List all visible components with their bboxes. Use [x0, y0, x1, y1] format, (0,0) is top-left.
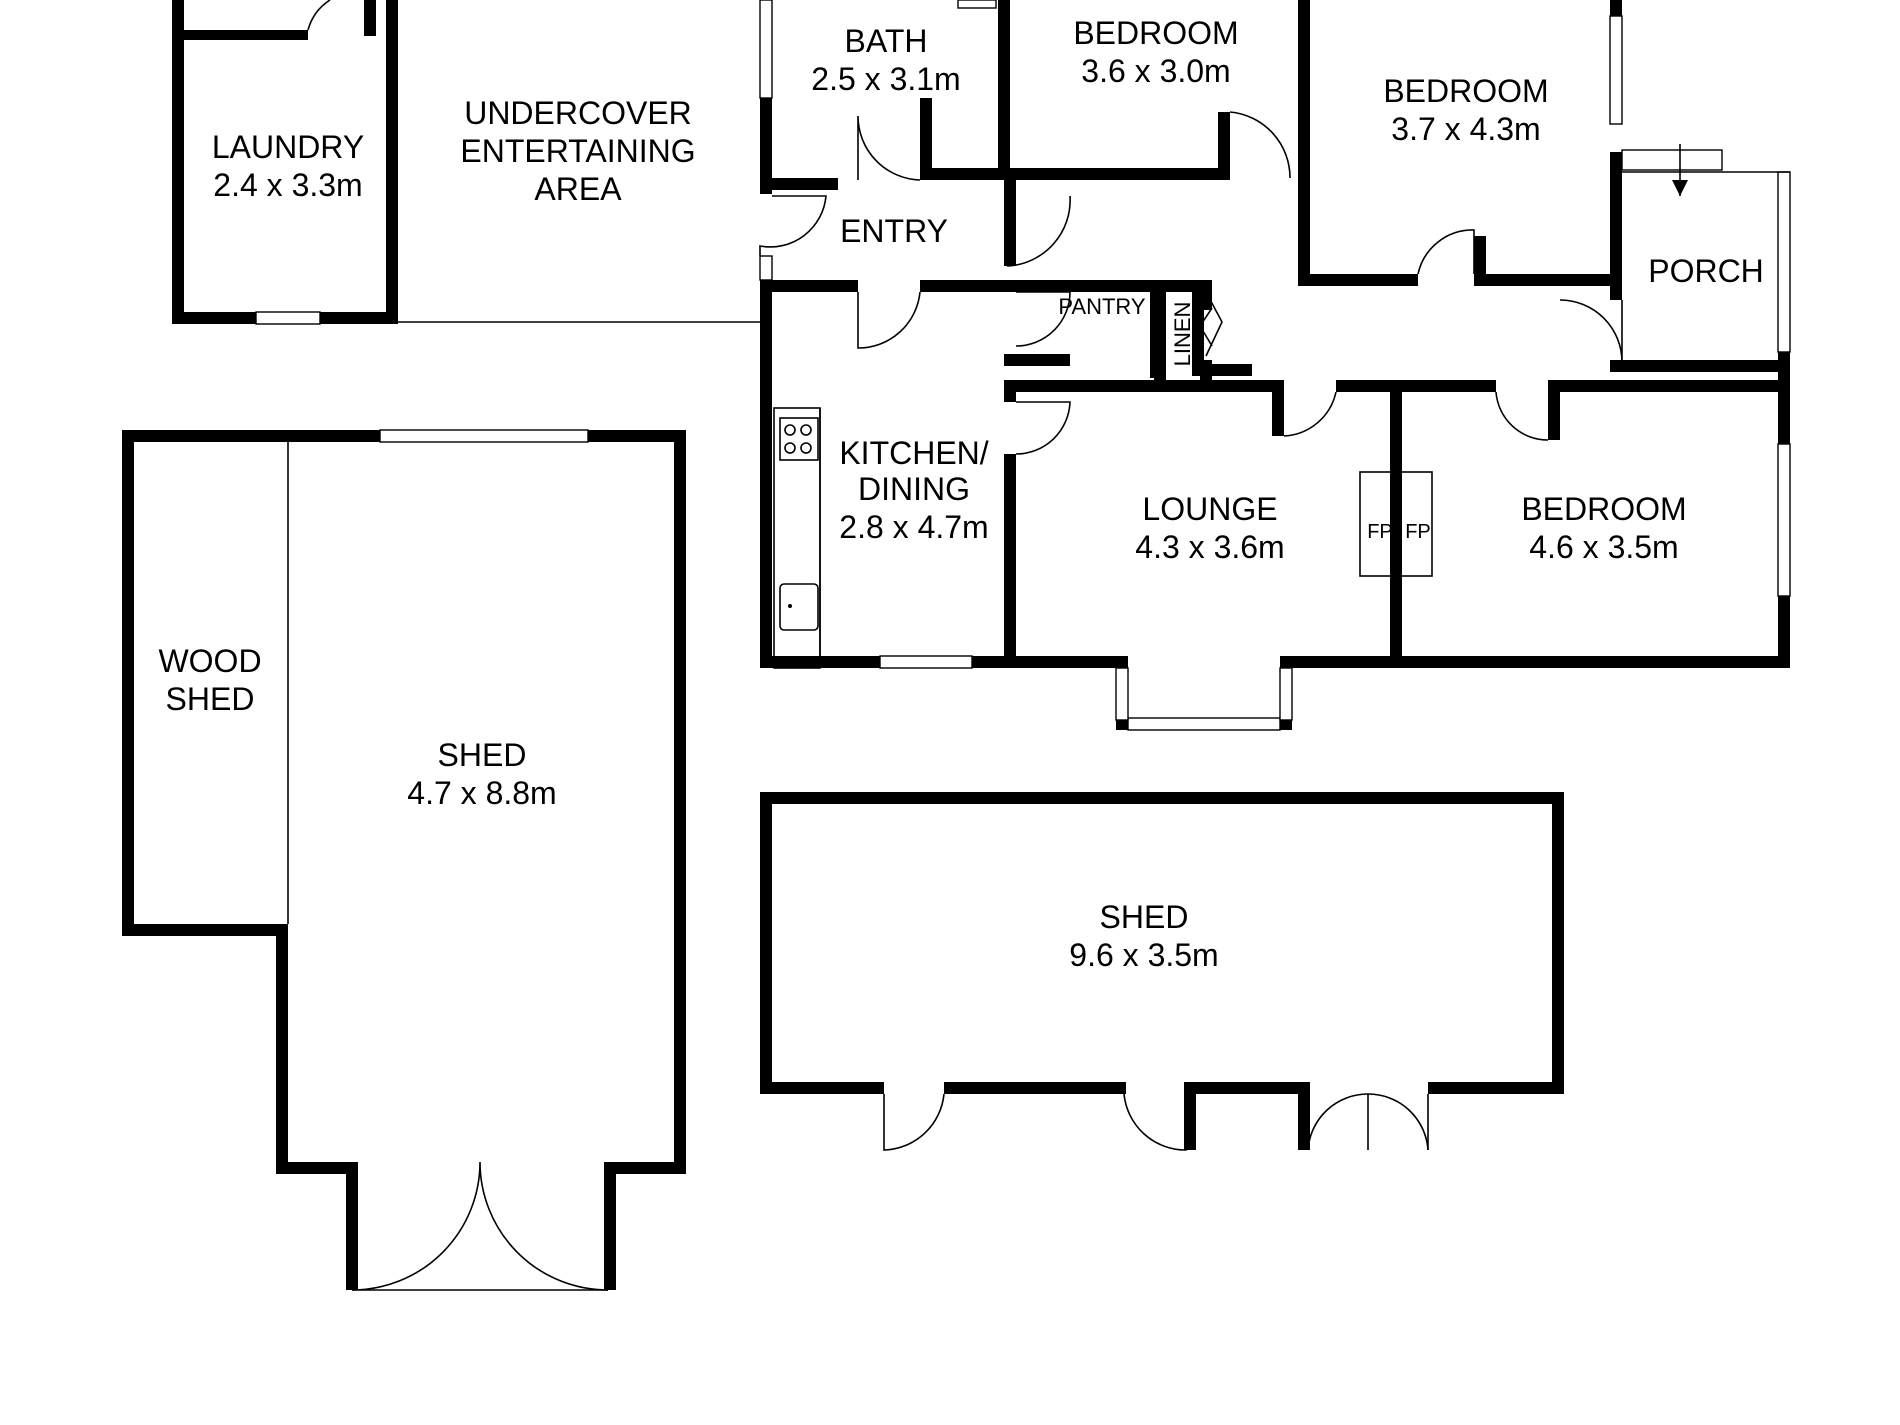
laundry-door-swing	[307, 0, 331, 31]
undercover-label-3: AREA	[534, 171, 622, 207]
kitchen-size: 2.8 x 4.7m	[839, 509, 988, 545]
porch-label: PORCH	[1648, 253, 1764, 289]
undercover-label-1: UNDERCOVER	[464, 95, 692, 131]
pantry-label: PANTRY	[1058, 294, 1146, 319]
bedroom2-label: BEDROOM	[1383, 73, 1548, 109]
shed2-size: 9.6 x 3.5m	[1069, 937, 1218, 973]
shed2-building	[760, 792, 1564, 1151]
bedroom3-label: BEDROOM	[1521, 491, 1686, 527]
porch-door-swing	[1559, 299, 1623, 363]
lounge-bay-window	[1127, 717, 1281, 731]
bath-window	[759, 0, 773, 99]
kitchen-window	[879, 655, 973, 669]
laundry-window	[255, 311, 321, 325]
entry-side-light	[759, 255, 773, 281]
undercover-label-2: ENTERTAINING	[460, 133, 695, 169]
shed1-label: SHED	[438, 737, 527, 773]
fireplace-left-label: FP	[1367, 521, 1393, 543]
laundry-size: 2.4 x 3.3m	[213, 167, 362, 203]
entry-label: ENTRY	[840, 213, 948, 249]
shed2-door2-swing	[1123, 1093, 1187, 1151]
shed2-label: SHED	[1100, 899, 1189, 935]
room-labels: LAUNDRY 2.4 x 3.3m UNDERCOVER ENTERTAINI…	[158, 15, 1763, 973]
shed2-door1-swing	[883, 1093, 945, 1151]
bath-label: BATH	[845, 23, 928, 59]
bath-door-swing	[857, 115, 921, 181]
bedroom2-window	[1609, 15, 1623, 125]
bedroom1-size: 3.6 x 3.0m	[1081, 53, 1230, 89]
bath-vent	[957, 0, 997, 9]
lounge-size: 4.3 x 3.6m	[1135, 529, 1284, 565]
house-walls	[759, 0, 1791, 731]
bedroom1-door-swing	[1229, 111, 1291, 179]
shed1-size: 4.7 x 8.8m	[407, 775, 556, 811]
lounge-label: LOUNGE	[1142, 491, 1277, 527]
woodshed-label-1: WOOD	[158, 643, 261, 679]
cooktop-icon	[779, 417, 819, 461]
fireplace-right-label: FP	[1405, 521, 1431, 543]
lounge-door-swing	[1283, 391, 1337, 437]
sink-icon	[779, 583, 819, 631]
bedroom3-door-swing	[1495, 391, 1549, 441]
lounge-bay-side-left	[1115, 667, 1129, 721]
shed1-building	[122, 429, 686, 1291]
entry-door-swing	[1007, 195, 1071, 267]
porch-step	[1621, 149, 1723, 171]
bedroom2-size: 3.7 x 4.3m	[1391, 111, 1540, 147]
linen-label: LINEN	[1170, 302, 1195, 367]
porch-window	[1777, 171, 1791, 353]
woodshed-label-2: SHED	[166, 681, 255, 717]
kitchen-door-swing	[857, 291, 921, 349]
bedroom3-window	[1777, 443, 1791, 597]
kitchen-label-1: KITCHEN/	[839, 435, 988, 471]
bath-size: 2.5 x 3.1m	[811, 61, 960, 97]
laundry-room	[172, 0, 760, 325]
bedroom3-size: 4.6 x 3.5m	[1529, 529, 1678, 565]
shed1-double-door-swing	[351, 1161, 609, 1291]
lounge-bay-side-right	[1279, 667, 1293, 721]
shed1-window	[379, 429, 589, 443]
laundry-label: LAUNDRY	[212, 129, 364, 165]
kitchen-label-2: DINING	[858, 471, 970, 507]
bedroom1-label: BEDROOM	[1073, 15, 1238, 51]
